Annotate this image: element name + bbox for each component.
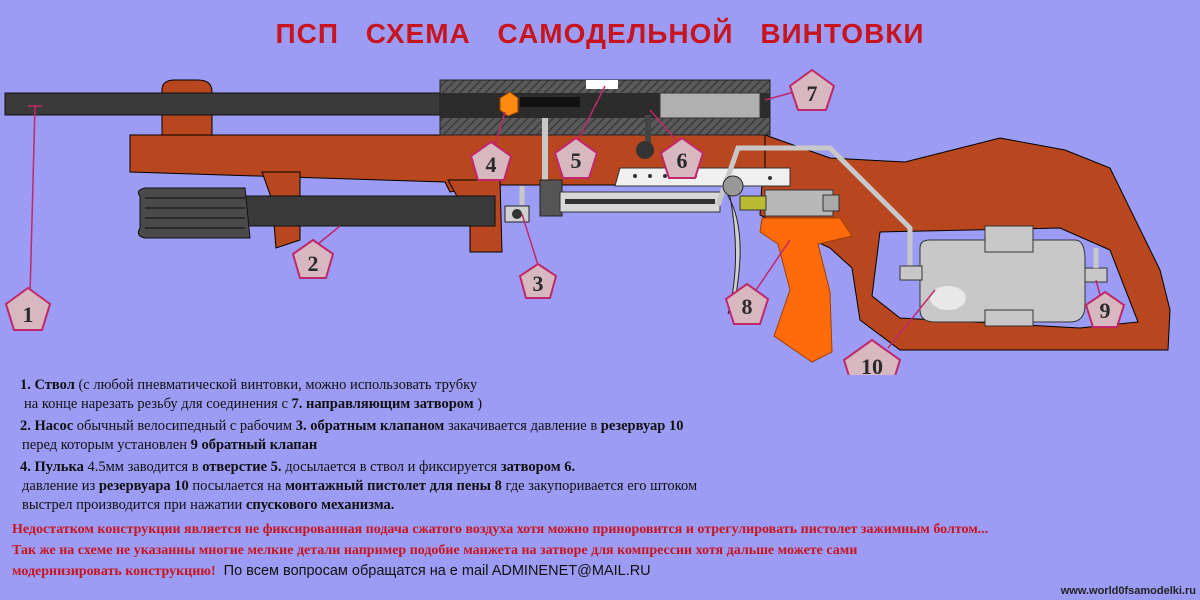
callout-5: 5 [553, 136, 599, 179]
desc-item-4-line3: выстрел производится при нажатии спусков… [22, 497, 395, 513]
note-line-1: Недостатком конструкции является не фикс… [12, 522, 989, 537]
svg-text:6: 6 [677, 148, 688, 173]
pump-cylinder [244, 195, 496, 227]
svg-text:2: 2 [308, 251, 319, 276]
desc-item-2-cont: перед которым установлен 9 обратный клап… [22, 437, 318, 453]
bolt-6 [659, 92, 761, 119]
callout-3: 3 [518, 262, 558, 299]
trigger-pivot [722, 175, 744, 197]
callout-4: 4 [469, 140, 513, 181]
description: 1. Ствол (с любой пневматической винтовк… [20, 376, 880, 515]
callout-6: 6 [659, 136, 705, 179]
callout-1: 1 [4, 286, 52, 331]
foam-gun-nozzle [739, 195, 767, 211]
desc-item-1: 1. Ствол (с любой пневматической винтовк… [20, 377, 478, 393]
callout-7: 7 [788, 68, 836, 111]
reservoir-clamp-bottom [984, 309, 1034, 327]
rifle-diagram: 1 2 3 4 5 6 7 8 9 10 [4, 68, 1171, 375]
bolt-head [520, 97, 580, 107]
foam-gun-grip [759, 217, 853, 363]
bolt-handle [645, 115, 651, 151]
transfer-block [539, 179, 563, 217]
foam-gun-rear [822, 194, 840, 212]
note-line-2: Так же на схеме не указанны многие мелки… [12, 543, 858, 558]
reservoir-highlight [930, 286, 966, 310]
loading-port [586, 80, 618, 89]
bolt-knob [636, 141, 654, 159]
notes: Недостатком конструкции является не фикс… [12, 519, 1197, 582]
leader-lines [28, 85, 1101, 349]
trigger [727, 195, 741, 315]
reservoir-clamp-top [984, 225, 1034, 253]
svg-text:10: 10 [861, 354, 883, 375]
desc-item-2: 2. Насос обычный велосипедный с рабочим … [20, 418, 684, 434]
svg-text:5: 5 [571, 148, 582, 173]
high-pressure-line [715, 145, 913, 268]
pump-handle-grooves [145, 197, 245, 229]
pump-handle [137, 187, 251, 239]
callout-2: 2 [291, 238, 335, 279]
callout-9: 9 [1084, 290, 1126, 328]
valve-ball-3 [512, 209, 522, 219]
perforated-plate [614, 167, 791, 187]
note-line-3: модернизировать конструкцию!По всем вопр… [12, 563, 651, 579]
desc-item-1-cont: на конце нарезать резьбу для соединения … [24, 396, 483, 412]
callout-10: 10 [842, 338, 902, 375]
page-title: ПСП СХЕМА САМОДЕЛЬНОЙ ВИНТОВКИ [275, 18, 925, 49]
svg-text:9: 9 [1100, 298, 1111, 323]
svg-text:1: 1 [23, 302, 34, 327]
callout-8: 8 [724, 282, 770, 325]
svg-text:8: 8 [742, 294, 753, 319]
footer-url: www.world0fsamodelki.ru [1060, 585, 1196, 597]
svg-text:3: 3 [533, 271, 544, 296]
desc-item-4-line2: давление из резервуара 10 посылается на … [22, 478, 698, 494]
inlet-fitting [899, 265, 923, 281]
piston-rod [565, 199, 715, 204]
pellet-4 [499, 91, 519, 117]
svg-text:7: 7 [807, 81, 818, 106]
svg-text:4: 4 [486, 152, 497, 177]
contact-email: По всем вопросам обращатся на е mail ADM… [223, 563, 651, 579]
check-valve-9 [1084, 267, 1108, 283]
desc-item-4: 4. Пулька 4.5мм заводится в отверстие 5.… [20, 459, 576, 475]
foam-gun-body [764, 189, 834, 217]
